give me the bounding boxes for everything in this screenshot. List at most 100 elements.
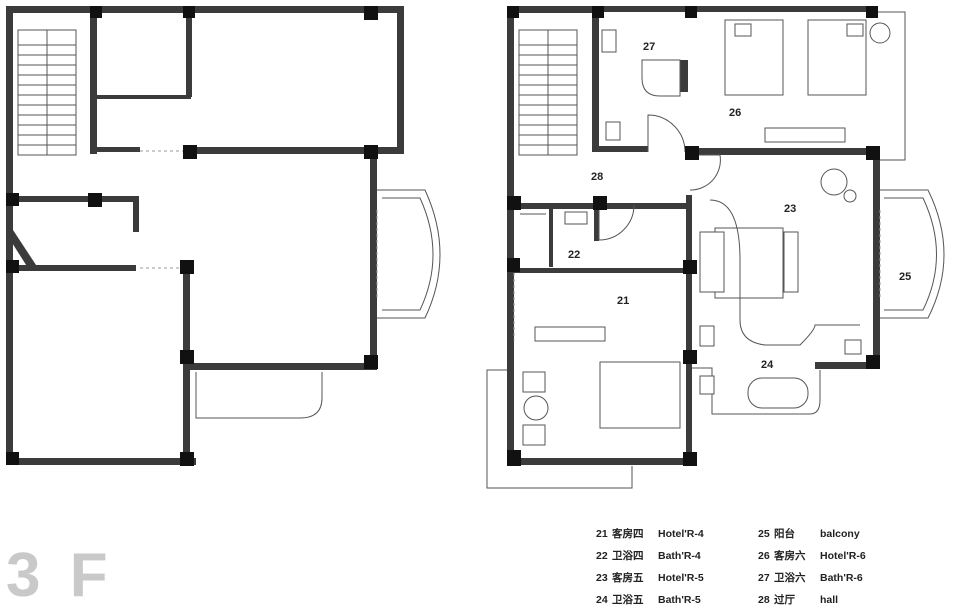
wall (183, 265, 190, 465)
room-label-21: 21 (617, 295, 629, 307)
wall (186, 13, 192, 97)
room-label-22: 22 (568, 249, 580, 261)
floor-label: 3 F (6, 541, 114, 610)
wall (594, 203, 599, 241)
armchair (820, 168, 848, 196)
room-label-25: 25 (899, 271, 911, 283)
plan-proposed: 27 26 28 23 22 25 21 24 (486, 6, 945, 489)
column (183, 145, 197, 159)
column (866, 6, 878, 18)
wall (507, 6, 597, 13)
column (183, 6, 195, 18)
desk (534, 326, 606, 342)
plan-original (6, 6, 441, 466)
column (866, 355, 880, 369)
column (6, 452, 19, 465)
column (364, 6, 378, 20)
wall (690, 148, 880, 155)
room-label-27: 27 (643, 41, 655, 53)
vanity (564, 211, 588, 225)
column (683, 452, 697, 466)
column (364, 145, 378, 159)
wall (90, 6, 190, 13)
side-table (869, 22, 891, 44)
balcony-bay (377, 189, 441, 319)
vanity (844, 339, 862, 355)
balcony-lower (195, 372, 323, 419)
stair (518, 29, 578, 156)
wall (90, 147, 140, 152)
bath-bay (692, 367, 821, 415)
wall (507, 6, 514, 466)
column (507, 450, 521, 466)
wall (873, 154, 880, 369)
door-swing (598, 204, 635, 241)
wall (6, 6, 96, 13)
wall (686, 195, 692, 465)
room-label-26: 26 (729, 107, 741, 119)
wall (507, 458, 692, 465)
wall (514, 268, 689, 273)
wall (6, 458, 196, 465)
bath-24-wall (709, 199, 860, 346)
balcony (486, 369, 633, 489)
stair (17, 29, 77, 156)
wall (370, 154, 377, 370)
balcony (872, 11, 906, 161)
bed (724, 19, 784, 96)
wall (815, 362, 880, 369)
column (180, 260, 194, 274)
wall (190, 363, 377, 370)
wall (133, 196, 139, 232)
shower (641, 59, 681, 97)
wall (97, 95, 191, 99)
wall (6, 265, 136, 271)
room-label-24: 24 (761, 359, 774, 371)
desk (764, 127, 846, 143)
bed (599, 361, 681, 429)
door-swing (689, 154, 721, 191)
column (685, 6, 697, 18)
column (507, 258, 520, 272)
column (685, 146, 699, 160)
column (866, 146, 880, 160)
wall (680, 60, 688, 92)
column (180, 350, 194, 364)
column (507, 196, 521, 210)
bed (714, 227, 784, 299)
column (180, 452, 194, 466)
room-label-23: 23 (784, 203, 796, 215)
balcony (880, 189, 945, 319)
column (6, 193, 19, 206)
wall (183, 6, 403, 13)
wall (592, 6, 599, 152)
chair (522, 424, 546, 446)
wall (9, 230, 36, 268)
wall (397, 6, 404, 154)
toilet (699, 375, 715, 395)
column (88, 193, 102, 207)
column (593, 196, 607, 210)
vanity (601, 29, 617, 53)
wall (549, 209, 553, 267)
column (683, 260, 697, 274)
wall (592, 146, 648, 152)
wall (592, 6, 872, 12)
column (592, 6, 604, 18)
vanity (699, 325, 715, 347)
wall (90, 6, 97, 154)
column (507, 6, 519, 18)
wall (6, 196, 136, 202)
wall (6, 6, 13, 464)
toilet (605, 121, 621, 141)
chair (522, 371, 546, 393)
wall (190, 147, 400, 154)
